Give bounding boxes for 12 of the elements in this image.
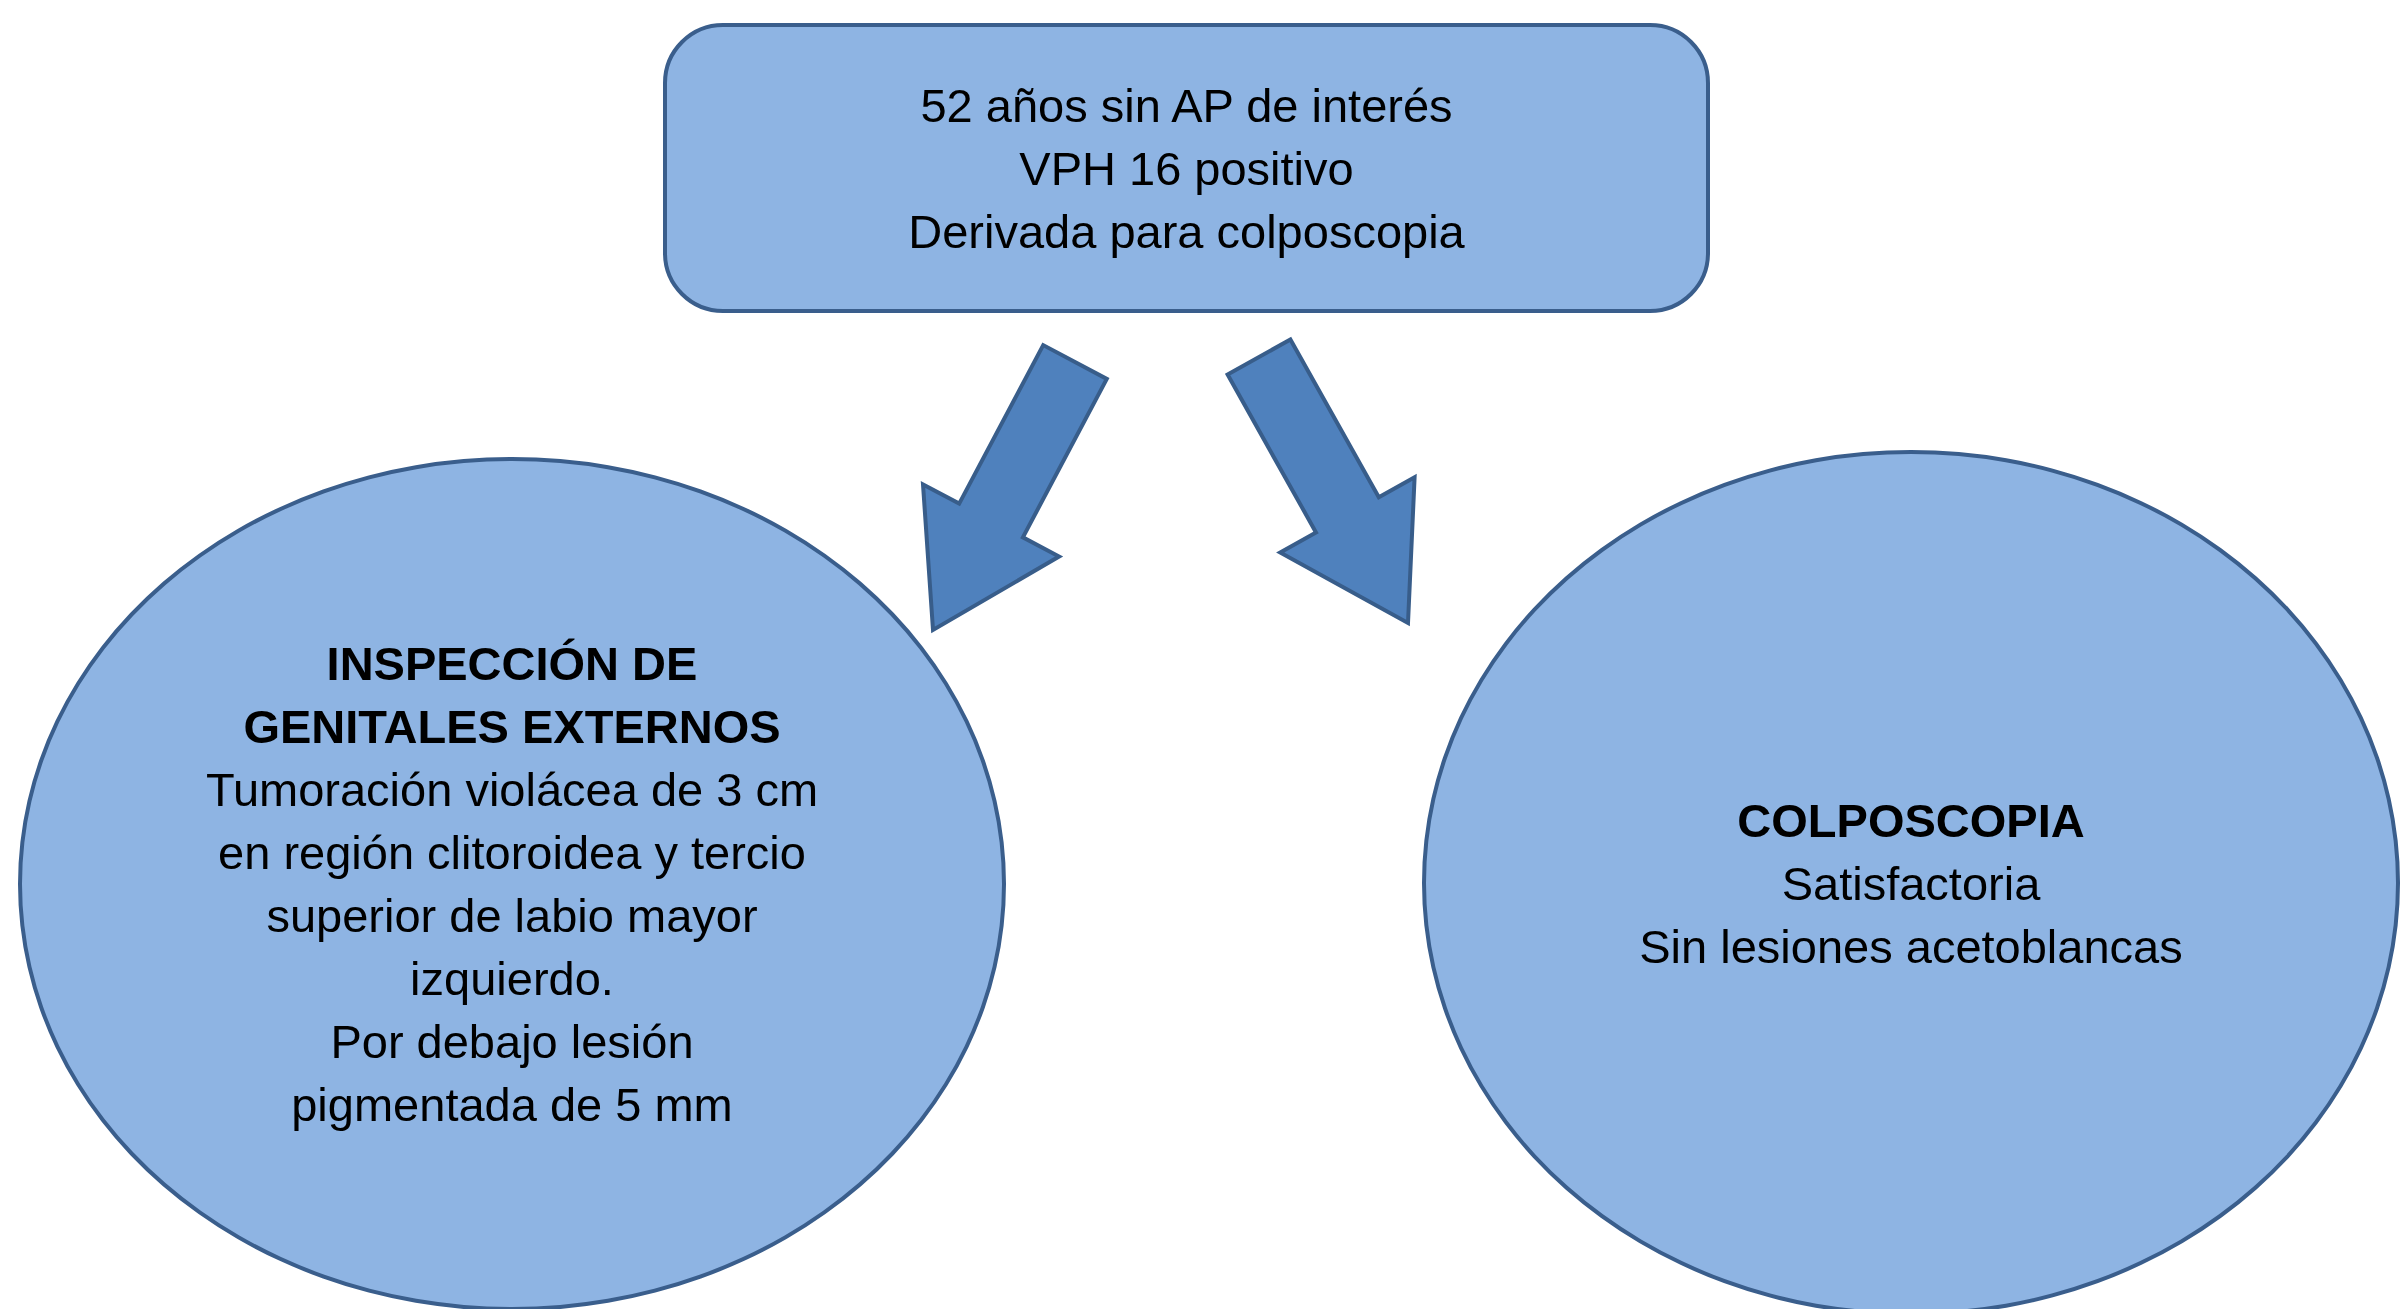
block-arrow — [1224, 336, 1417, 627]
node-heading: COLPOSCOPIA — [1737, 792, 2085, 849]
node-text: Derivada para colposcopia — [908, 203, 1465, 260]
node-text: 52 años sin AP de interés — [920, 77, 1453, 134]
node-text: Tumoración violácea de 3 cm en región clitoroidea y tercio superior de labio mayor izquierdo. — [204, 762, 820, 1007]
block-arrow — [920, 342, 1110, 634]
rounded-box — [663, 23, 1710, 313]
node-text: VPH 16 positivo — [1019, 140, 1354, 197]
node-text: Por debajo lesión pigmentada de 5 mm — [290, 1014, 734, 1133]
node-heading: INSPECCIÓN DE GENITALES EXTERNOS — [242, 636, 782, 755]
node-text: Satisfactoria — [1781, 855, 2041, 912]
node-text: Sin lesiones acetoblancas — [1639, 918, 2183, 975]
